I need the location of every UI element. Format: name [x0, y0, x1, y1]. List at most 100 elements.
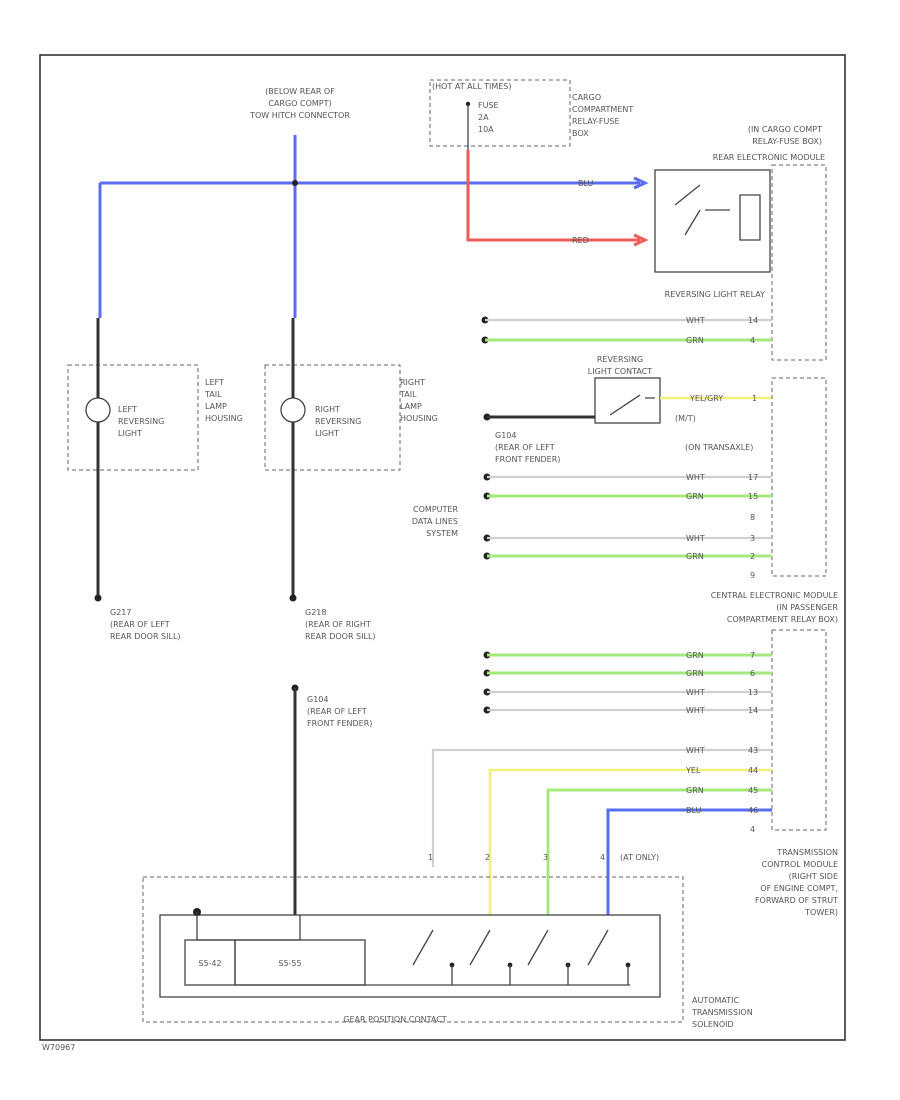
cd-wire-3-label: WHT: [686, 534, 705, 543]
cem-outline: [771, 629, 827, 831]
cargo-fusebox-label-1: CARGO: [572, 93, 601, 102]
cem-label-2: (IN PASSENGER: [776, 603, 838, 612]
g104-mid-2: (REAR OF LEFT: [307, 707, 367, 716]
pin-b4: 4: [600, 853, 605, 862]
g218-label-3: REAR DOOR SILL): [305, 632, 376, 641]
pin-r4: 17: [748, 473, 758, 482]
cem-wire-3-label: WHT: [686, 688, 705, 697]
right-lamp-label-1: RIGHT: [315, 405, 340, 414]
left-housing-3: LAMP: [205, 402, 227, 411]
rem-wht-label: WHT: [686, 316, 705, 325]
pin-r5: 15: [748, 492, 758, 501]
left-lamp-label-1: LEFT: [118, 405, 137, 414]
computer-data-3: SYSTEM: [426, 529, 458, 538]
tcm-label-4: OF ENGINE COMPT,: [760, 884, 838, 893]
tcm-grn-wire: [546, 788, 772, 915]
pin-r14: 43: [748, 746, 758, 755]
g104-mid-1: G104: [307, 695, 328, 704]
solenoid-internal-ground: [196, 912, 301, 941]
g217-label-3: REAR DOOR SILL): [110, 632, 181, 641]
g218-ground: [289, 594, 297, 602]
cargo-fusebox-label-2: COMPARTMENT: [572, 105, 633, 114]
cem-label-3: COMPARTMENT RELAY BOX): [727, 615, 838, 624]
pin-b3: 3: [543, 853, 548, 862]
pin-b1: 1: [428, 853, 433, 862]
pin-r7: 3: [750, 534, 755, 543]
tow-connector-label-3: TOW HITCH CONNECTOR: [249, 111, 350, 120]
left-housing-1: LEFT: [205, 378, 224, 387]
right-housing-1: RIGHT: [400, 378, 425, 387]
fuse-label-1: FUSE: [478, 101, 499, 110]
tcm-label-1: TRANSMISSION: [776, 848, 838, 857]
cem-wire-4-label: WHT: [686, 706, 705, 715]
relay-contacts: [674, 184, 761, 241]
left-lamp-bulb: [85, 397, 111, 423]
hot-at-all-times-label: (HOT AT ALL TIMES): [432, 82, 511, 91]
gear-switches: [412, 929, 609, 966]
left-lamp-label-3: LIGHT: [118, 429, 142, 438]
pin-r9: 9: [750, 571, 755, 580]
g104-top-2: (REAR OF LEFT: [495, 443, 555, 452]
rem-location-2: RELAY-FUSE BOX): [752, 137, 822, 146]
g217-ground: [94, 594, 102, 602]
g217-label-1: G217: [110, 608, 131, 617]
pin-r1: 14: [748, 316, 758, 325]
transaxle-module-outline: [771, 377, 827, 577]
tcm-label-3: (RIGHT SIDE: [789, 872, 838, 881]
red-wire: [466, 150, 640, 242]
tcm-label-2: CONTROL MODULE: [762, 860, 838, 869]
fuse-box-outline: [429, 79, 571, 147]
pin-r11: 6: [750, 669, 755, 678]
pin-r10: 7: [750, 651, 755, 660]
reversing-relay-box: [654, 169, 771, 273]
blue-bus-label: BLU: [578, 179, 594, 188]
transaxle-label: (ON TRANSAXLE): [685, 443, 753, 452]
g104-top-1: G104: [495, 431, 516, 440]
right-lamp-label-2: REVERSING: [315, 417, 361, 426]
blue-junction: [292, 180, 298, 186]
tow-connector-label-1: (BELOW REAR OF: [265, 87, 335, 96]
rev-contact-switch: [609, 394, 655, 416]
rem-location-1: (IN CARGO COMPT: [748, 125, 822, 134]
pin-r15: 44: [748, 766, 758, 775]
rem-grn-label: GRN: [686, 336, 704, 345]
tcm-yel-wire: [488, 768, 772, 915]
pin-r13: 14: [748, 706, 758, 715]
tcm-label-6: TOWER): [804, 908, 838, 917]
cd-wire-1-label: WHT: [686, 473, 705, 482]
pin-b2: 2: [485, 853, 490, 862]
pin-r3: 1: [752, 394, 757, 403]
mt-label: (M/T): [675, 414, 696, 423]
tcm-blu-wire: [606, 808, 772, 915]
computer-data-1: COMPUTER: [413, 505, 458, 514]
red-arrow: [633, 233, 649, 247]
tcm-wht-wire: [431, 748, 772, 867]
tow-connector-label-2: CARGO COMPT): [268, 99, 331, 108]
cem-wire-2-label: GRN: [686, 669, 704, 678]
tcm-blu-label: BLU: [686, 806, 702, 815]
pin-r6: 8: [750, 513, 755, 522]
left-tail-lamp-housing: [67, 364, 199, 471]
tcm-grn-label: GRN: [686, 786, 704, 795]
pin-r8: 2: [750, 552, 755, 561]
at-only-label: (AT ONLY): [620, 853, 659, 862]
pin-r18: 4: [750, 825, 755, 834]
tcm-wht-label: WHT: [686, 746, 705, 755]
right-housing-3: LAMP: [400, 402, 422, 411]
ats-label-1: AUTOMATIC: [692, 996, 740, 1005]
g104-mid-3: FRONT FENDER): [307, 719, 372, 728]
box-s5-42-label: S5-42: [198, 959, 221, 968]
cem-wire-1-label: GRN: [686, 651, 704, 660]
blue-arrow: [633, 176, 649, 190]
reversing-relay-label: REVERSING LIGHT RELAY: [665, 290, 765, 299]
fuse-label-3: 10A: [478, 125, 494, 134]
gear-position-box: [159, 914, 661, 998]
gear-position-label: GEAR POSITION CONTACT: [343, 1015, 447, 1024]
gear-node-drops: [451, 965, 629, 985]
ats-label-3: SOLENOID: [692, 1020, 734, 1029]
left-lamp-label-2: REVERSING: [118, 417, 164, 426]
right-tail-lamp-housing: [264, 364, 401, 471]
left-housing-4: HOUSING: [205, 414, 243, 423]
cd-wire-4-label: GRN: [686, 552, 704, 561]
